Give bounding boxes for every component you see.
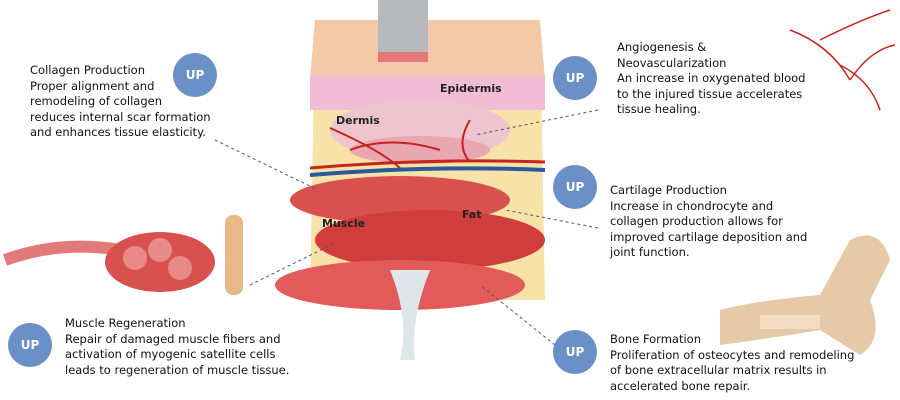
up-badge-angiogenesis: UP [553, 56, 597, 100]
effect-description: joint function. [610, 245, 690, 259]
bone-formation-info: Bone Formation Proliferation of osteocyt… [610, 332, 854, 394]
up-badge-collagen: UP [173, 53, 217, 97]
effect-description: and enhances tissue elasticity. [30, 125, 206, 139]
effect-title: Collagen Production [30, 63, 146, 77]
effect-description: reduces internal scar formation [30, 109, 211, 124]
effect-description: An increase in oxygenated blood [617, 71, 806, 85]
up-badge-bone: UP [553, 330, 597, 374]
effect-description: Repair of damaged muscle fibers and [65, 331, 281, 346]
effect-description: Proper alignment and [30, 78, 155, 93]
blood-vessel-graphic [789, 9, 896, 111]
effect-description: accelerated bone repair. [610, 378, 751, 393]
up-badge-muscle: UP [8, 323, 52, 367]
label-muscle: Muscle [322, 217, 366, 230]
label-dermis: Dermis [336, 114, 380, 127]
effect-description: to the injured tissue accelerates [617, 86, 803, 101]
effect-description: collagen production allows for [610, 214, 783, 228]
effect-description: of bone extracellular matrix results in [610, 363, 827, 377]
muscle-fiber-graphic [2, 215, 243, 295]
effect-description: tissue healing. [617, 102, 701, 116]
up-badge-cartilage: UP [553, 165, 597, 209]
effect-description: leads to regeneration of muscle tissue. [65, 362, 290, 377]
effect-description: activation of myogenic satellite cells [65, 347, 276, 361]
effect-description: improved cartilage deposition and [610, 229, 808, 244]
effect-description: Proliferation of osteocytes and remodeli… [610, 347, 855, 362]
collagen-production-info: Collagen Production Proper alignment and… [30, 63, 211, 141]
label-epidermis: Epidermis [440, 82, 502, 95]
bone-graphic [720, 235, 890, 355]
effect-title: Angiogenesis & [617, 40, 707, 54]
effect-title: Bone Formation [610, 332, 701, 346]
effect-title: Muscle Regeneration [65, 316, 186, 330]
label-fat: Fat [462, 208, 482, 221]
effect-title: Cartilage Production [610, 183, 727, 197]
effect-description: remodeling of collagen [30, 94, 162, 108]
angiogenesis-info: Angiogenesis & Neovascularization An inc… [617, 40, 806, 118]
effect-description: Increase in chondrocyte and [610, 198, 774, 213]
tissue-cube [275, 0, 546, 360]
pointer-lines [214, 109, 599, 346]
effect-title: Neovascularization [617, 55, 727, 70]
cartilage-production-info: Cartilage Production Increase in chondro… [610, 183, 807, 261]
muscle-regeneration-info: Muscle Regeneration Repair of damaged mu… [65, 316, 289, 378]
